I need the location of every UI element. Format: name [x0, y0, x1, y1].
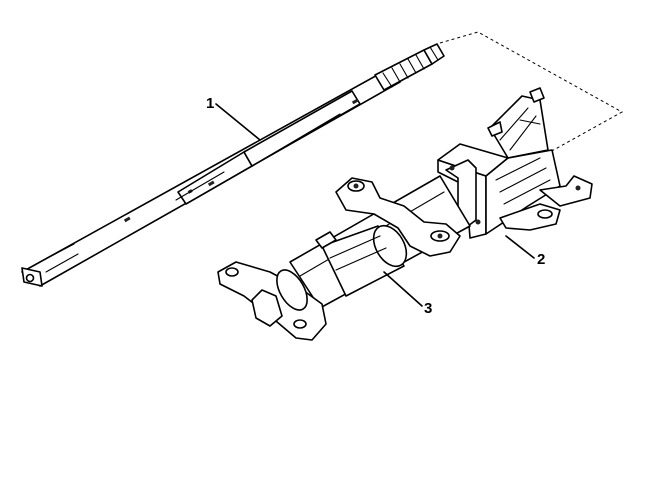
callout-1: 1	[206, 95, 261, 141]
steering-shaft	[21, 43, 445, 287]
callout-2: 2	[505, 235, 545, 268]
callout-label-2: 2	[537, 251, 545, 268]
callout-3: 3	[383, 271, 432, 317]
callout-label-1: 1	[206, 95, 214, 112]
column-jacket	[217, 175, 471, 341]
column-housing-bracket	[437, 87, 593, 239]
callout-label-3: 3	[424, 300, 432, 317]
alignment-guide-lines	[439, 31, 624, 153]
